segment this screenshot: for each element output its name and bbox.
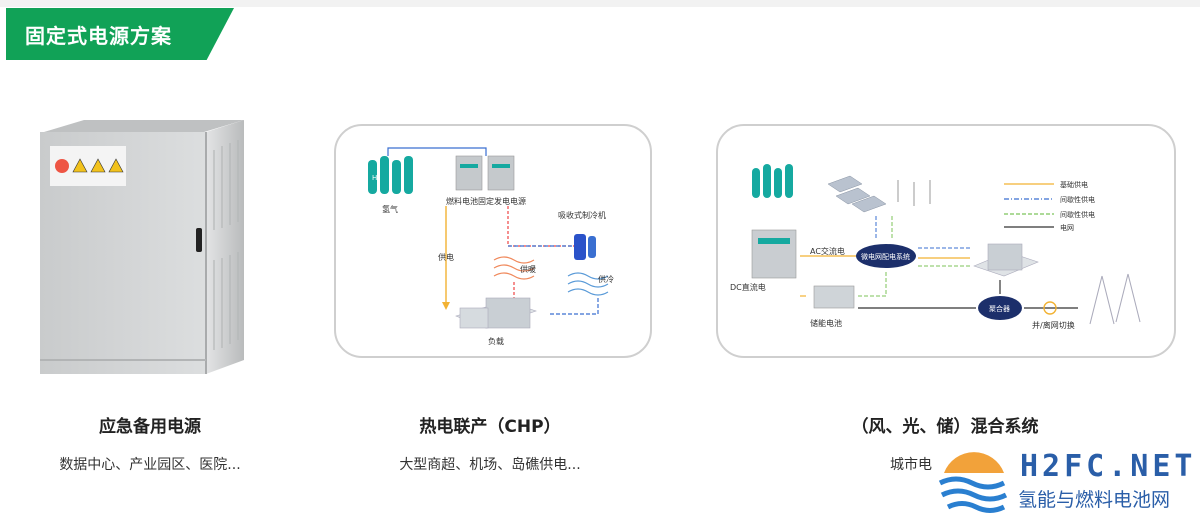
battery-storage-icon: [813, 285, 855, 309]
heating-coil-icon: [493, 256, 535, 280]
legend-item: 间歇性供电: [1060, 211, 1095, 219]
wind-turbine-icon: [897, 180, 931, 206]
combiner-node-icon: [978, 296, 1022, 320]
building-icon: [455, 297, 537, 329]
supply-power-label: 供电: [438, 253, 454, 262]
card-title: （风、光、储）混合系统: [851, 417, 1039, 437]
hydrogen-cylinder-icon: [752, 164, 793, 198]
power-grid-icon: [1089, 273, 1141, 325]
card-title: 热电联产（CHP）: [419, 417, 561, 437]
h2-tag: H₂: [372, 174, 381, 182]
hybrid-diagram: AC交流电 DC直流电 微电网配电系统 储能电池 聚合器 并/离网切换 基础供电…: [716, 124, 1176, 358]
hydrogen-label: 氢气: [382, 205, 398, 214]
legend-item: 间歇性供电: [1060, 196, 1095, 204]
top-divider: [0, 0, 1200, 7]
fuel-cell-unit-icon: [751, 229, 797, 279]
card-description: 城市电: [890, 457, 932, 473]
section-title: 固定式电源方案: [25, 23, 172, 48]
cooling-coil-icon: [567, 272, 609, 296]
building-icon: [973, 243, 1039, 277]
legend-item: 电网: [1060, 224, 1074, 232]
combiner-label: 聚合器: [989, 305, 1010, 313]
section-banner: 固定式电源方案: [6, 8, 234, 60]
card-description: 大型商超、机场、岛礁供电...: [399, 457, 581, 473]
hydrogen-cylinder-icon: [368, 156, 413, 194]
legend-lines: [1004, 183, 1054, 228]
micro-grid-label: 微电网配电系统: [861, 253, 910, 261]
absorption-chiller-icon: [574, 234, 596, 260]
fuel-cell-generator-icon: [455, 155, 515, 191]
load-label: 负载: [488, 337, 504, 346]
supply-heat-label: 供暖: [520, 265, 536, 274]
ac-label: AC交流电: [810, 247, 845, 256]
power-switch-icon: [1043, 301, 1057, 315]
logo-icon: [938, 445, 1010, 517]
site-watermark: H2FC.NET 氢能与燃料电池网: [930, 443, 1200, 521]
power-cabinet-image: [40, 120, 244, 374]
switch-label: 并/离网切换: [1032, 321, 1075, 330]
solar-panel-icon: [827, 175, 887, 213]
card-title: 应急备用电源: [99, 417, 201, 437]
watermark-domain: H2FC.NET: [1020, 449, 1197, 484]
warning-icon: [55, 158, 124, 173]
storage-label: 储能电池: [810, 319, 842, 328]
generator-label: 燃料电池固定发电电源: [446, 197, 526, 206]
chp-diagram: H₂ 氢气 燃料电池固定发电电源 吸收式制冷机 供电 供暖 供冷 负载: [334, 124, 652, 358]
micro-grid-node-icon: [856, 244, 916, 268]
supply-cool-label: 供冷: [598, 275, 614, 284]
legend-item: 基础供电: [1060, 181, 1088, 189]
card-description: 数据中心、产业园区、医院...: [59, 457, 241, 473]
watermark-name: 氢能与燃料电池网: [1018, 489, 1171, 511]
dc-label: DC直流电: [730, 283, 766, 292]
chiller-label: 吸收式制冷机: [558, 211, 606, 220]
